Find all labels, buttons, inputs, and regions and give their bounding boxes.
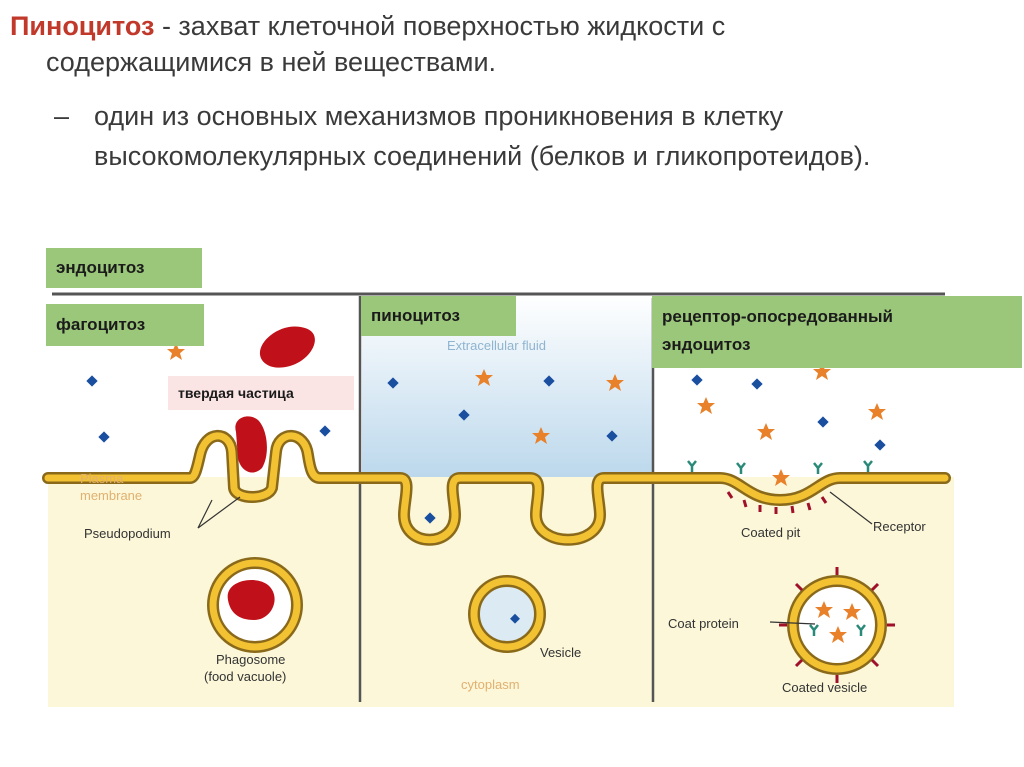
coat-protein-label: Coat protein xyxy=(668,616,739,631)
bullet-text: один из основных механизмов проникновени… xyxy=(94,101,871,171)
vesicle-label: Vesicle xyxy=(540,645,581,660)
phagosome-label-1: Phagosome xyxy=(216,652,285,667)
vesicle xyxy=(468,575,546,653)
label-solid-particle: твердая частица xyxy=(168,376,354,410)
bullet-dash: – xyxy=(54,101,70,131)
label-phagocytosis: фагоцитоз xyxy=(46,304,204,346)
cytoplasm-label: cytoplasm xyxy=(461,677,520,692)
label-receptor-mediated: рецептор-опосредованный эндоцитоз xyxy=(652,296,1022,368)
definition-text-cont: содержащимися в ней веществами. xyxy=(46,47,497,77)
label-receptor-mediated-line2: эндоцитоз xyxy=(662,335,751,354)
extracellular-fluid-label: Extracellular fluid xyxy=(447,338,546,353)
plasma-membrane-label-2: membrane xyxy=(80,488,142,503)
label-pinocytosis: пиноцитоз xyxy=(361,296,516,336)
coated-pit-label: Coated pit xyxy=(741,525,801,540)
coated-vesicle xyxy=(779,567,895,683)
receptor-label: Receptor xyxy=(873,519,926,534)
phagosome-label-2: (food vacuole) xyxy=(204,669,286,684)
solid-particle-top xyxy=(259,326,315,368)
plasma-membrane xyxy=(42,429,951,546)
pointer-lines xyxy=(197,491,873,625)
label-receptor-mediated-line1: рецептор-опосредованный xyxy=(662,307,894,326)
pseudopodium-label: Pseudopodium xyxy=(84,526,171,541)
slide-title: Пиноцитоз - захват клеточной поверхность… xyxy=(10,8,1000,80)
solid-particle-engulfed xyxy=(235,416,267,473)
label-endocytosis: эндоцитоз xyxy=(46,248,202,288)
coated-vesicle-label: Coated vesicle xyxy=(782,680,867,695)
definition-text: - захват клеточной поверхностью жидкости… xyxy=(154,11,726,41)
bullet-point: – один из основных механизмов проникнове… xyxy=(54,96,954,176)
plasma-membrane-label-1: Plasma xyxy=(80,471,124,486)
phagosome xyxy=(207,557,303,653)
term-pinocytosis: Пиноцитоз xyxy=(10,11,155,41)
coated-pit-coat xyxy=(726,491,828,514)
